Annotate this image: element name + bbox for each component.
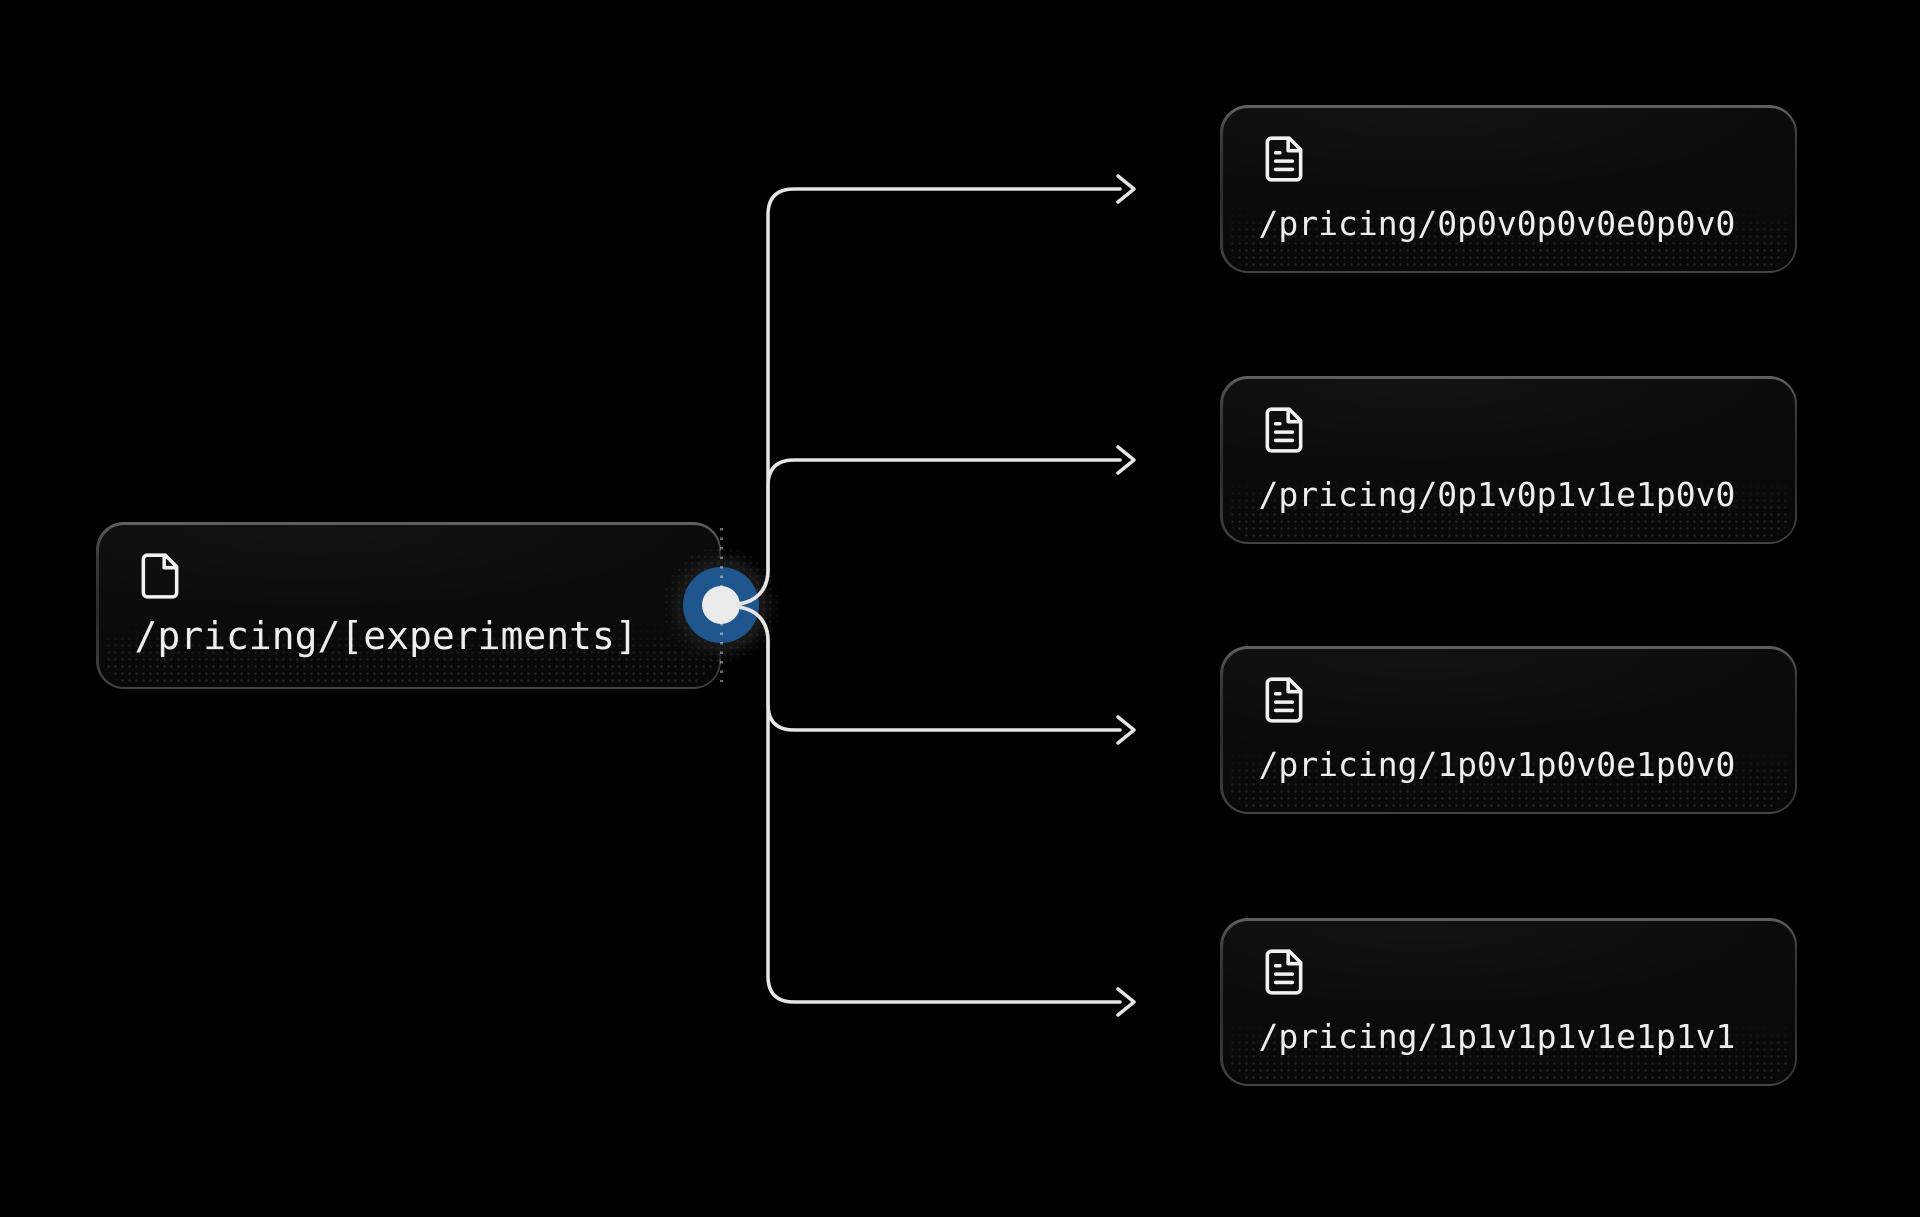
node-target-4[interactable]: /pricing/1p1v1p1v1e1p1v1: [1220, 918, 1797, 1086]
node-body: /pricing/1p1v1p1v1e1p1v1: [1222, 920, 1795, 1084]
file-text-icon: [1265, 406, 1302, 453]
node-target-1[interactable]: /pricing/0p0v0p0v0e0p0v0: [1220, 105, 1797, 273]
route-path-label: /pricing/0p0v0p0v0e0p0v0: [1258, 203, 1736, 243]
node-body: /pricing/1p0v1p0v0e1p0v0: [1222, 648, 1795, 812]
file-text-icon: [1265, 948, 1302, 995]
node-body: /pricing/0p0v0p0v0e0p0v0: [1222, 107, 1795, 271]
route-path-label: /pricing/0p1v0p1v1e1p0v0: [1258, 474, 1736, 514]
file-text-icon: [1265, 676, 1302, 723]
node-target-3[interactable]: /pricing/1p0v1p0v0e1p0v0: [1220, 646, 1797, 814]
arrowhead-3: [1116, 715, 1136, 745]
file-text-icon: [1265, 135, 1302, 182]
route-path-label: /pricing/1p1v1p1v1e1p1v1: [1258, 1016, 1736, 1056]
source-handle[interactable]: [683, 528, 759, 682]
arrowhead-4: [1116, 987, 1136, 1017]
node-body: /pricing/[experiments]: [98, 524, 719, 687]
arrowhead-2: [1116, 445, 1136, 475]
arrowhead-1: [1116, 174, 1136, 204]
route-path-label: /pricing/1p0v1p0v0e1p0v0: [1258, 744, 1736, 784]
file-icon: [141, 552, 178, 599]
node-target-2[interactable]: /pricing/0p1v0p1v1e1p0v0: [1220, 376, 1797, 544]
route-path-label: /pricing/[experiments]: [134, 613, 638, 658]
node-source-pricing-experiments[interactable]: /pricing/[experiments]: [96, 522, 721, 689]
edge-to-target-1: [736, 187, 1122, 606]
edge-to-target-3: [736, 605, 1122, 732]
handle-dot: [702, 586, 740, 624]
node-body: /pricing/0p1v0p1v1e1p0v0: [1222, 378, 1795, 542]
edge-to-target-2: [736, 458, 1122, 606]
edge-to-target-4: [736, 605, 1122, 1004]
